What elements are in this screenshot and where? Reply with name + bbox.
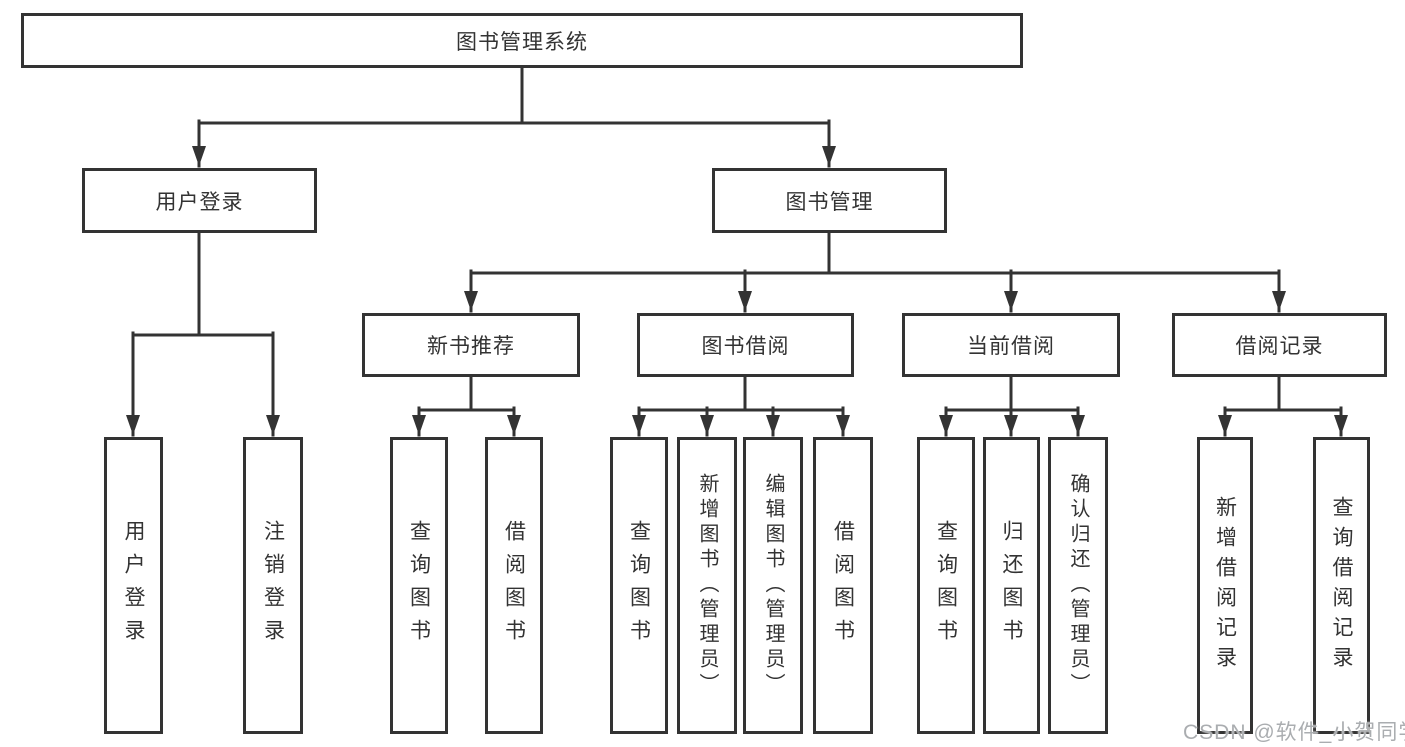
- trunk-book-borrowing: [637, 375, 845, 412]
- trunk-new-book-recommend: [417, 375, 516, 412]
- node-current-borrowing-label: 当前借阅: [967, 335, 1055, 358]
- node-root-label: 图书管理系统: [456, 30, 588, 54]
- leaf-add-books-admin: 新增图书（管理员）: [677, 437, 737, 734]
- leaf-logout: 注销登录: [243, 437, 303, 734]
- leaf-borrow-books-1: 借阅图书: [485, 437, 543, 734]
- leaf-edit-books-admin-label: 编辑图书（管理员）: [762, 473, 784, 698]
- leaf-borrow-books-2-label: 借阅图书: [831, 519, 855, 652]
- leaf-edit-books-admin: 编辑图书（管理员）: [743, 437, 803, 734]
- node-borrowing-records-label: 借阅记录: [1235, 335, 1324, 358]
- leaf-add-books-admin-label: 新增图书（管理员）: [696, 473, 718, 698]
- leaf-query-books-3-label: 查询图书: [934, 519, 958, 652]
- trunk-user-login: [131, 231, 275, 337]
- node-current-borrowing: 当前借阅: [902, 313, 1120, 377]
- leaf-logout-label: 注销登录: [261, 519, 285, 652]
- leaf-add-borrow-record: 新增借阅记录: [1197, 437, 1253, 734]
- leaf-user-login: 用户登录: [104, 437, 163, 734]
- node-new-book-recommend-label: 新书推荐: [427, 335, 515, 358]
- leaf-confirm-return-admin-label: 确认归还（管理员）: [1067, 473, 1089, 698]
- node-user-login-label: 用户登录: [155, 190, 244, 214]
- node-new-book-recommend: 新书推荐: [362, 313, 580, 377]
- trunk-current-borrowing: [944, 375, 1080, 412]
- node-book-management: 图书管理: [712, 168, 947, 233]
- node-borrowing-records: 借阅记录: [1172, 313, 1387, 377]
- leaf-query-books-2: 查询图书: [610, 437, 668, 734]
- leaf-query-borrow-record: 查询借阅记录: [1313, 437, 1370, 734]
- node-book-borrowing: 图书借阅: [637, 313, 854, 377]
- leaf-query-books-1: 查询图书: [390, 437, 448, 734]
- leaf-query-books-3: 查询图书: [917, 437, 975, 734]
- trunk-root: [197, 66, 831, 125]
- leaf-confirm-return-admin: 确认归还（管理员）: [1048, 437, 1108, 734]
- leaf-query-borrow-record-label: 查询借阅记录: [1330, 495, 1353, 676]
- watermark: CSDN @软件_小贺同学: [1183, 721, 1405, 744]
- leaf-borrow-books-1-label: 借阅图书: [502, 519, 526, 652]
- leaf-add-borrow-record-label: 新增借阅记录: [1213, 495, 1237, 676]
- leaf-query-books-2-label: 查询图书: [627, 519, 651, 652]
- trunk-borrowing-records: [1223, 375, 1343, 412]
- leaf-user-login-label: 用户登录: [122, 519, 145, 652]
- node-book-borrowing-label: 图书借阅: [701, 335, 790, 358]
- leaf-return-books-label: 归还图书: [1000, 519, 1023, 652]
- node-book-management-label: 图书管理: [785, 190, 874, 214]
- trunk-book-management: [469, 231, 1281, 275]
- leaf-query-books-1-label: 查询图书: [407, 519, 431, 652]
- node-user-login: 用户登录: [82, 168, 317, 233]
- node-root: 图书管理系统: [21, 13, 1023, 68]
- leaf-borrow-books-2: 借阅图书: [813, 437, 873, 734]
- leaf-return-books: 归还图书: [983, 437, 1040, 734]
